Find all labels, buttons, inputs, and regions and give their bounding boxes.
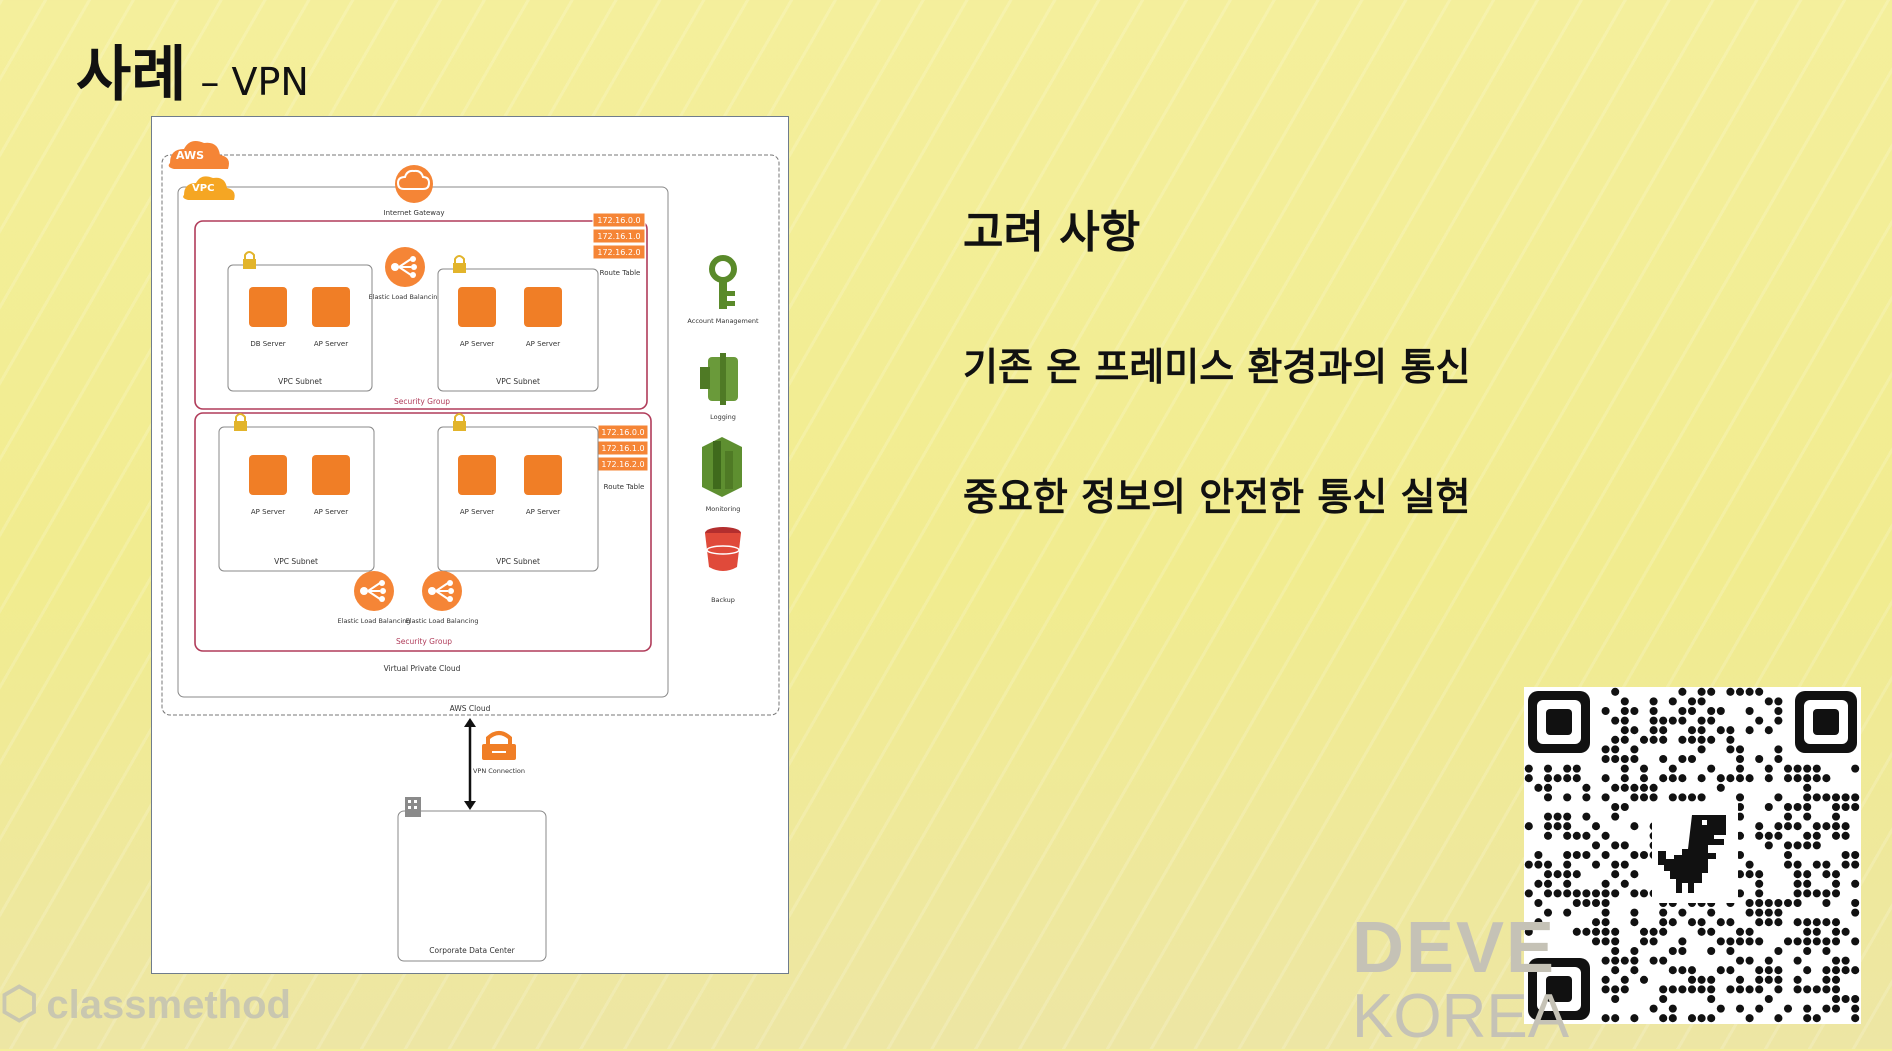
consideration-item: 중요한 정보의 안전한 통신 실현 (963, 475, 1471, 519)
logging-label: Logging (710, 413, 736, 421)
aws-badge-label: AWS (176, 149, 204, 162)
key-icon (709, 255, 737, 309)
elastic-load-balancing-icon (385, 247, 425, 287)
route-table-bottom-label: Route Table (604, 483, 645, 491)
considerations-heading: 고려 사항 (963, 207, 1141, 258)
slide-subtitle: – VPN (200, 60, 309, 104)
security-group-label: Security Group (396, 637, 452, 646)
classmethod-logo: ⬡classmethod (0, 978, 291, 1029)
logging-icon (700, 353, 738, 405)
ap-server-label: AP Server (460, 340, 494, 348)
building-icon (405, 797, 421, 817)
elb-bottom-left-label: Elastic Load Balancing (338, 617, 411, 625)
vpc-badge-label: VPC (192, 183, 214, 194)
slide-title-main: 사례 (76, 40, 187, 110)
internet-gateway-icon (395, 165, 433, 203)
cidr-bottom-3: 172.16.2.0 (601, 460, 644, 469)
vpn-connection-label: VPN Connection (473, 767, 525, 775)
ap-server-icon (458, 455, 496, 495)
cidr-top-1: 172.16.0.0 (597, 216, 640, 225)
cidr-table-bottom: 172.16.0.0 172.16.1.0 172.16.2.0 (597, 424, 649, 472)
ap-server-icon (458, 287, 496, 327)
lock-icon (453, 413, 466, 431)
vpc-badge: VPC (183, 176, 235, 200)
cidr-top-3: 172.16.2.0 (597, 248, 640, 257)
dinosaur-icon (1652, 803, 1738, 903)
aws-cloud-label: AWS Cloud (450, 704, 491, 713)
corporate-data-center-box (397, 810, 547, 962)
vpc-subnet-label: VPC Subnet (278, 377, 322, 386)
watermark-line-1: DEVE (1352, 908, 1557, 988)
ap-server-icon (249, 455, 287, 495)
architecture-diagram: AWS VPC Internet Gateway 172.16.0.0 172.… (151, 116, 789, 974)
cidr-bottom-1: 172.16.0.0 (601, 428, 644, 437)
ap-server-label: AP Server (314, 508, 348, 516)
aws-badge: AWS (168, 141, 229, 169)
vpn-gateway-icon (482, 731, 516, 760)
qr-finder-pattern (1528, 691, 1590, 753)
qr-code (1524, 687, 1861, 1024)
cidr-bottom-2: 172.16.1.0 (601, 444, 644, 453)
ap-server-label: AP Server (526, 340, 560, 348)
vpc-subnet-label: VPC Subnet (274, 557, 318, 566)
qr-finder-pattern (1528, 958, 1590, 1020)
vpc-subnet-bottom-right (437, 426, 599, 572)
event-watermark: DEVE KOREA (1352, 912, 1569, 1048)
ap-server-label: AP Server (460, 508, 494, 516)
internet-gateway-label: Internet Gateway (384, 209, 445, 217)
security-group-label: Security Group (394, 397, 450, 406)
db-server-icon (249, 287, 287, 327)
elb-bottom-right-label: Elastic Load Balancing (406, 617, 479, 625)
virtual-private-cloud-label: Virtual Private Cloud (384, 664, 461, 673)
lock-icon (243, 251, 256, 269)
cidr-top-2: 172.16.1.0 (597, 232, 640, 241)
db-server-label: DB Server (250, 340, 285, 348)
ap-server-icon (312, 287, 350, 327)
elb-top-label: Elastic Load Balancing (369, 293, 442, 301)
cube-logo-icon: ⬡ (0, 979, 39, 1028)
monitoring-label: Monitoring (706, 505, 741, 513)
vpc-subnet-label: VPC Subnet (496, 377, 540, 386)
corporate-data-center-label: Corporate Data Center (429, 946, 515, 955)
route-table-top-label: Route Table (600, 269, 641, 277)
elastic-load-balancing-icon (354, 571, 394, 611)
security-group-top (194, 220, 648, 410)
ap-server-label: AP Server (314, 340, 348, 348)
ap-server-icon (524, 455, 562, 495)
ap-server-icon (524, 287, 562, 327)
lock-icon (453, 255, 466, 273)
ap-server-label: AP Server (251, 508, 285, 516)
backup-label: Backup (711, 596, 735, 604)
vpc-subnet-bottom-left (218, 426, 375, 572)
qr-finder-pattern (1795, 691, 1857, 753)
ap-server-icon (312, 455, 350, 495)
vpn-link-arrow (464, 718, 476, 810)
security-group-bottom (194, 412, 652, 652)
elastic-load-balancing-icon (422, 571, 462, 611)
monitoring-icon (702, 437, 742, 497)
ap-server-label: AP Server (526, 508, 560, 516)
account-management-label: Account Management (687, 317, 759, 325)
cidr-table-top: 172.16.0.0 172.16.1.0 172.16.2.0 (592, 212, 646, 260)
logo-text: classmethod (46, 983, 291, 1027)
consideration-item: 기존 온 프레미스 환경과의 통신 (963, 345, 1471, 389)
backup-bucket-icon (705, 527, 741, 571)
vpc-subnet-label: VPC Subnet (496, 557, 540, 566)
qr-modules (1524, 687, 1860, 1023)
slide-title: 사례 – VPN (76, 26, 309, 113)
lock-icon (234, 413, 247, 431)
vpc-subnet-top-left (227, 264, 373, 392)
watermark-line-2: KOREA (1352, 982, 1570, 1051)
